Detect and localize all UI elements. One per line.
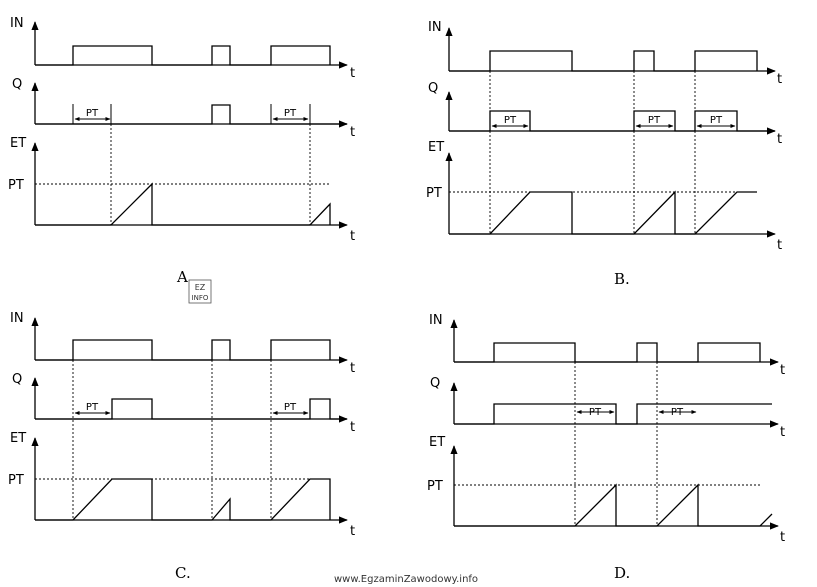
in-signal <box>449 50 758 72</box>
label-t: t <box>350 66 355 81</box>
q-signal <box>454 403 772 425</box>
label-t: t <box>780 363 785 378</box>
label-q: Q <box>428 81 438 96</box>
label-et: ET <box>10 136 26 151</box>
label-t: t <box>350 125 355 140</box>
watermark: www.EgzaminZawodowy.info <box>334 574 478 585</box>
label-t: t <box>777 238 782 253</box>
pt-marker-text: PT <box>284 402 297 413</box>
in-signal <box>454 342 761 363</box>
label-t: t <box>780 425 785 440</box>
ez-info-logo: EZ INFO <box>188 279 212 304</box>
et-signal <box>35 182 331 226</box>
pt-marker-text: PT <box>86 108 99 119</box>
caption-a: A. <box>176 268 193 286</box>
label-in: IN <box>10 311 24 326</box>
caption-b: B. <box>614 270 630 288</box>
q-signal <box>449 110 775 132</box>
label-q: Q <box>430 376 440 391</box>
label-t: t <box>350 361 355 376</box>
label-et: ET <box>429 435 445 450</box>
label-t: t <box>350 229 355 244</box>
diagram-d <box>450 319 779 530</box>
label-t: t <box>780 530 785 545</box>
label-t: t <box>350 420 355 435</box>
label-q: Q <box>12 77 22 92</box>
diagram-b <box>445 27 776 238</box>
label-in: IN <box>429 313 443 328</box>
pt-marker-text: PT <box>671 407 684 418</box>
label-t: t <box>777 72 782 87</box>
pt-marker-text: PT <box>589 407 602 418</box>
pt-marker-text: PT <box>710 115 723 126</box>
diagram-c <box>31 317 348 524</box>
in-signal <box>35 339 331 361</box>
label-in: IN <box>10 16 24 31</box>
caption-d: D. <box>614 564 630 582</box>
q-signal <box>35 398 347 420</box>
et-signal <box>449 190 757 235</box>
label-t: t <box>350 524 355 539</box>
pt-marker-text: PT <box>504 115 517 126</box>
in-signal <box>35 45 331 66</box>
et-signal <box>454 483 773 527</box>
pt-marker-text: PT <box>648 115 661 126</box>
label-in: IN <box>428 20 442 35</box>
pt-marker-text: PT <box>284 108 297 119</box>
label-t: t <box>777 132 782 147</box>
logo-line2: INFO <box>192 294 209 302</box>
et-signal <box>35 478 331 521</box>
label-et: ET <box>428 140 444 155</box>
caption-c: C. <box>175 564 191 582</box>
pt-marker-text: PT <box>86 402 99 413</box>
label-pt: PT <box>8 178 24 193</box>
logo-line1: EZ <box>195 283 206 292</box>
q-signal <box>35 104 347 125</box>
label-q: Q <box>12 372 22 387</box>
label-et: ET <box>10 431 26 446</box>
label-pt: PT <box>8 473 24 488</box>
label-pt: PT <box>426 186 442 201</box>
label-pt: PT <box>427 479 443 494</box>
diagram-a <box>31 21 348 229</box>
